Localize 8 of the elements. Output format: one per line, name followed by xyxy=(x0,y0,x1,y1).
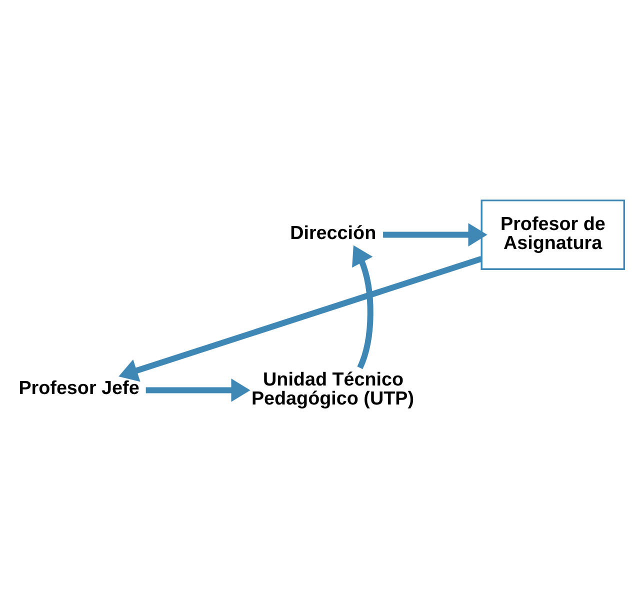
node-text: Unidad Técnico Pedagógico (UTP) xyxy=(251,370,414,410)
arrow xyxy=(383,223,488,246)
node-text: Dirección xyxy=(290,222,376,244)
arrow xyxy=(118,256,482,382)
arrow xyxy=(146,378,250,402)
node-box: Profesor de Asignatura xyxy=(480,200,626,270)
node-text: Profesor Jefe xyxy=(18,378,140,400)
arrow xyxy=(352,245,374,369)
